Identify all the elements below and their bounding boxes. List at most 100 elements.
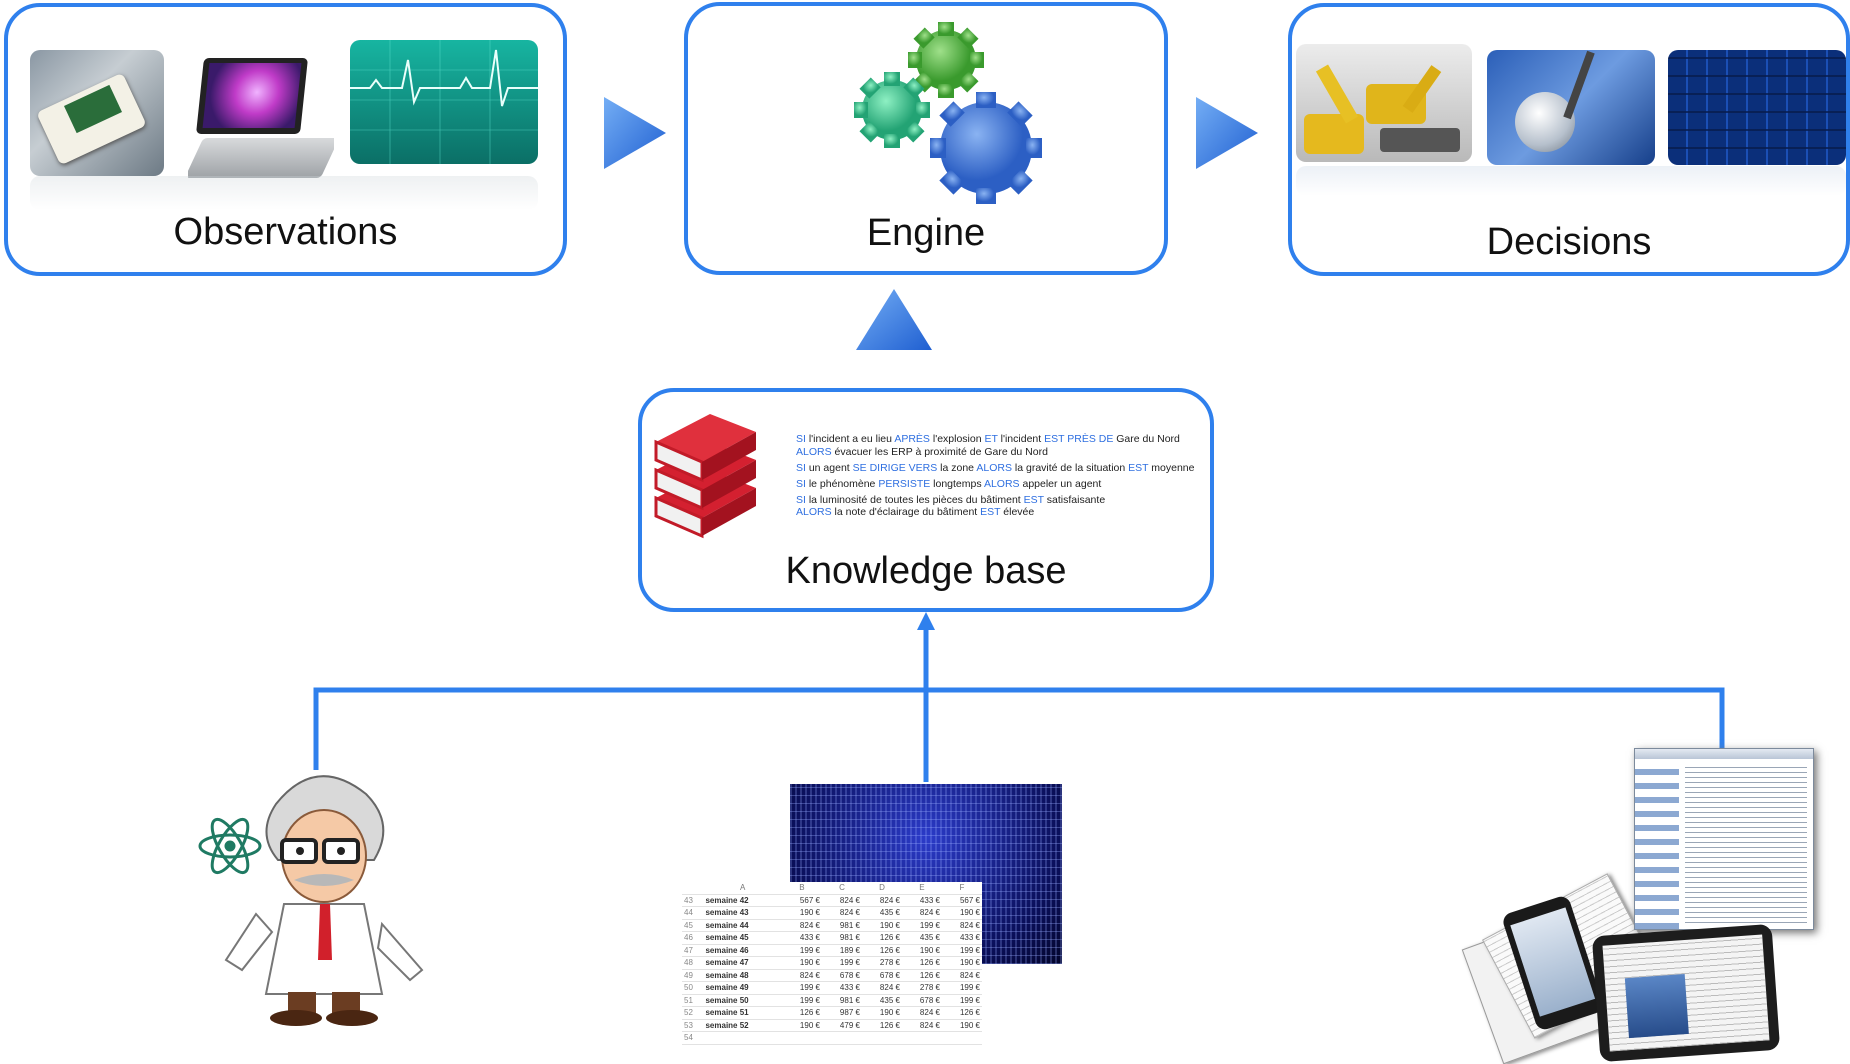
table-cell: 190 € [781, 1019, 822, 1032]
rule-keyword: SI [796, 477, 806, 490]
rule-text: moyenne [1148, 461, 1195, 474]
table-cell: 43 [682, 894, 704, 907]
table-cell: 49 [682, 969, 704, 982]
observations-label: Observations [173, 211, 398, 253]
table-cell: 46 [682, 931, 704, 945]
table-cell: 433 € [781, 931, 822, 945]
decisions-label: Decisions [1486, 221, 1652, 263]
table-cell: 987 € [821, 1006, 862, 1020]
video-wall-image [1668, 50, 1846, 165]
table-cell: semaine 51 [703, 1006, 782, 1020]
table-cell [941, 1031, 982, 1045]
table-cell: 824 € [781, 969, 822, 982]
green-gear [908, 22, 984, 98]
rule-4: SI la luminosité de toutes les pièces du… [796, 494, 1216, 519]
table-cell: 50 [682, 981, 704, 995]
table-cell: 45 [682, 919, 704, 932]
table-cell: 824 € [941, 919, 982, 932]
table-cell: semaine 43 [703, 906, 782, 920]
rule-keyword: EST [1023, 493, 1044, 506]
table-cell: 199 € [781, 944, 822, 957]
table-cell: semaine 52 [703, 1019, 782, 1032]
rule-line: SI le phénomène PERSISTE longtemps ALORS… [796, 478, 1216, 491]
table-cell: 126 € [861, 1019, 902, 1032]
table-cell: 189 € [821, 944, 862, 957]
source-connectors [313, 628, 1725, 782]
knowledge-base-label: Knowledge base [785, 550, 1067, 592]
table-cell [821, 1031, 862, 1045]
rule-text: la luminosité de toutes les pièces du bâ… [805, 493, 1024, 506]
decisions-reflection [1296, 166, 1846, 196]
table-cell: 44 [682, 906, 704, 920]
rule-line: SI la luminosité de toutes les pièces du… [796, 494, 1216, 507]
rule-text: l'incident [997, 433, 1045, 445]
rule-text: la gravité de la situation [1011, 461, 1129, 474]
table-cell: 278 € [861, 956, 902, 970]
arrow-up-icon [856, 289, 932, 350]
table-cell: semaine 50 [703, 994, 782, 1007]
rule-line: ALORS la note d'éclairage du bâtiment ES… [796, 506, 1216, 519]
table-cell: 824 € [901, 1019, 942, 1032]
table-cell: 199 € [901, 919, 942, 932]
table-cell: 678 € [901, 994, 942, 1007]
rule-keyword: SI [796, 461, 806, 474]
table-cell: 190 € [861, 1006, 902, 1020]
table-cell: 190 € [781, 906, 822, 920]
table-cell: 199 € [941, 944, 982, 957]
arrow-up-small-icon [917, 612, 935, 630]
browser-window-image [1634, 748, 1814, 930]
blue-gear [930, 92, 1042, 204]
table-cell: 48 [682, 956, 704, 970]
table-cell: 435 € [861, 906, 902, 920]
table-cell: semaine 42 [703, 894, 782, 907]
table-cell: 981 € [821, 919, 862, 932]
rule-text: la note d'éclairage du bâtiment [831, 506, 981, 518]
rule-keyword: ALORS [983, 477, 1020, 490]
table-cell [861, 1031, 902, 1045]
rule-2: SI un agent SE DIRIGE VERS la zone ALORS… [796, 462, 1216, 475]
table-cell: 824 € [861, 894, 902, 907]
industrial-robot-image [1296, 44, 1472, 162]
table-cell [703, 1031, 782, 1045]
arrow-right-icon [1196, 97, 1258, 169]
table-cell: 278 € [901, 981, 942, 995]
rule-text: satisfaisante [1043, 493, 1106, 506]
table-cell: 567 € [941, 894, 982, 907]
engine-label: Engine [866, 212, 986, 254]
table-cell: 567 € [781, 894, 822, 907]
table-cell: 433 € [821, 981, 862, 995]
table-cell: 52 [682, 1006, 704, 1020]
table-cell: 824 € [821, 894, 862, 907]
rule-line: SI un agent SE DIRIGE VERS la zone ALORS… [796, 462, 1216, 475]
sheet-corner [682, 882, 704, 895]
circuit-board-image [30, 50, 164, 176]
rule-keyword: PERSISTE [878, 477, 931, 490]
rules-list: SI l'incident a eu lieu APRÈS l'explosio… [796, 433, 1216, 522]
table-cell: 824 € [901, 1006, 942, 1020]
rule-keyword: SI [796, 433, 806, 445]
table-cell: 51 [682, 994, 704, 1007]
table-cell: 981 € [821, 931, 862, 945]
table-cell: 190 € [861, 919, 902, 932]
rule-text: la zone [937, 461, 977, 474]
observation-reflection [30, 176, 538, 210]
table-cell: 126 € [861, 931, 902, 945]
table-cell: 126 € [901, 969, 942, 982]
rule-text: Gare du Nord [1113, 433, 1180, 445]
table-cell: 190 € [901, 944, 942, 957]
scientist-icon [198, 775, 424, 1026]
rule-keyword: EST [1128, 461, 1149, 474]
table-cell: 126 € [861, 944, 902, 957]
arrow-right-icon [604, 97, 666, 169]
table-cell: 54 [682, 1031, 704, 1045]
rule-keyword: EST [980, 506, 1001, 518]
rule-keyword: ALORS [796, 445, 832, 458]
